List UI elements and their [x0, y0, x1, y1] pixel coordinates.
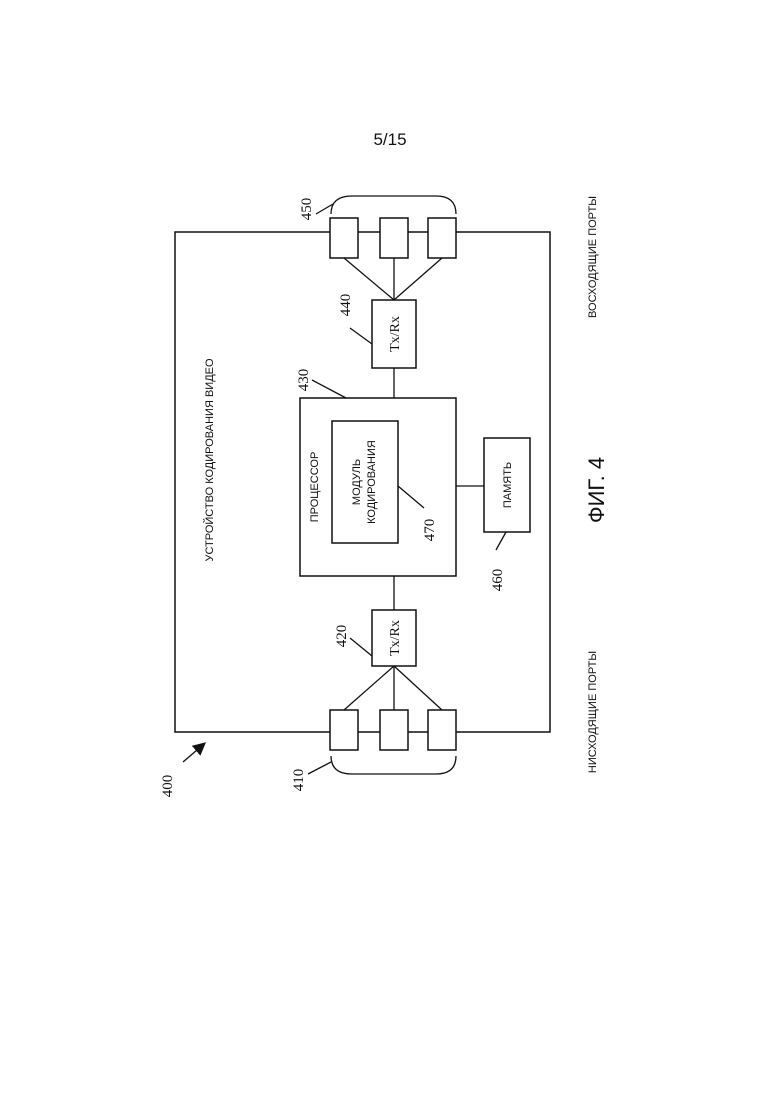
ref-410: 410 — [291, 769, 307, 792]
ref-430: 430 — [296, 369, 312, 392]
downstream-ports-label: НИСХОДЯЩИЕ ПОРТЫ — [587, 651, 599, 773]
device-label: УСТРОЙСТВО КОДИРОВАНИЯ ВИДЕО — [203, 358, 216, 562]
ref-470: 470 — [422, 519, 438, 542]
coding-module-label-line1: МОДУЛЬ — [351, 459, 363, 505]
upstream-ports-label: ВОСХОДЯЩИЕ ПОРТЫ — [587, 196, 599, 318]
downstream-port-3 — [428, 710, 456, 750]
figure-caption: ФИГ. 4 — [584, 457, 609, 523]
ref-460: 460 — [490, 569, 506, 592]
ref-440: 440 — [338, 294, 354, 317]
txrx-downstream-label: Tx/Rx — [388, 620, 403, 656]
downstream-ports-group — [330, 710, 456, 774]
txrx-upstream-label: Tx/Rx — [388, 316, 403, 352]
memory-label: ПАМЯТЬ — [502, 462, 514, 508]
downstream-ports-bracket — [331, 756, 456, 774]
ref-450: 450 — [299, 198, 315, 221]
processor-label: ПРОЦЕССОР — [309, 452, 321, 523]
upstream-ports-group — [330, 196, 456, 258]
upstream-port-3 — [428, 218, 456, 258]
upstream-port-1 — [330, 218, 358, 258]
downstream-port-2 — [380, 710, 408, 750]
ref-410-leader — [308, 762, 331, 774]
ref-400: 400 — [160, 775, 176, 798]
coding-module-label-line2: КОДИРОВАНИЯ — [366, 440, 378, 524]
coding-module-box — [332, 421, 398, 543]
upstream-port-2 — [380, 218, 408, 258]
downstream-port-1 — [330, 710, 358, 750]
upstream-ports-bracket — [331, 196, 456, 214]
ref-400-arrow — [183, 744, 204, 762]
ref-420: 420 — [334, 625, 350, 648]
